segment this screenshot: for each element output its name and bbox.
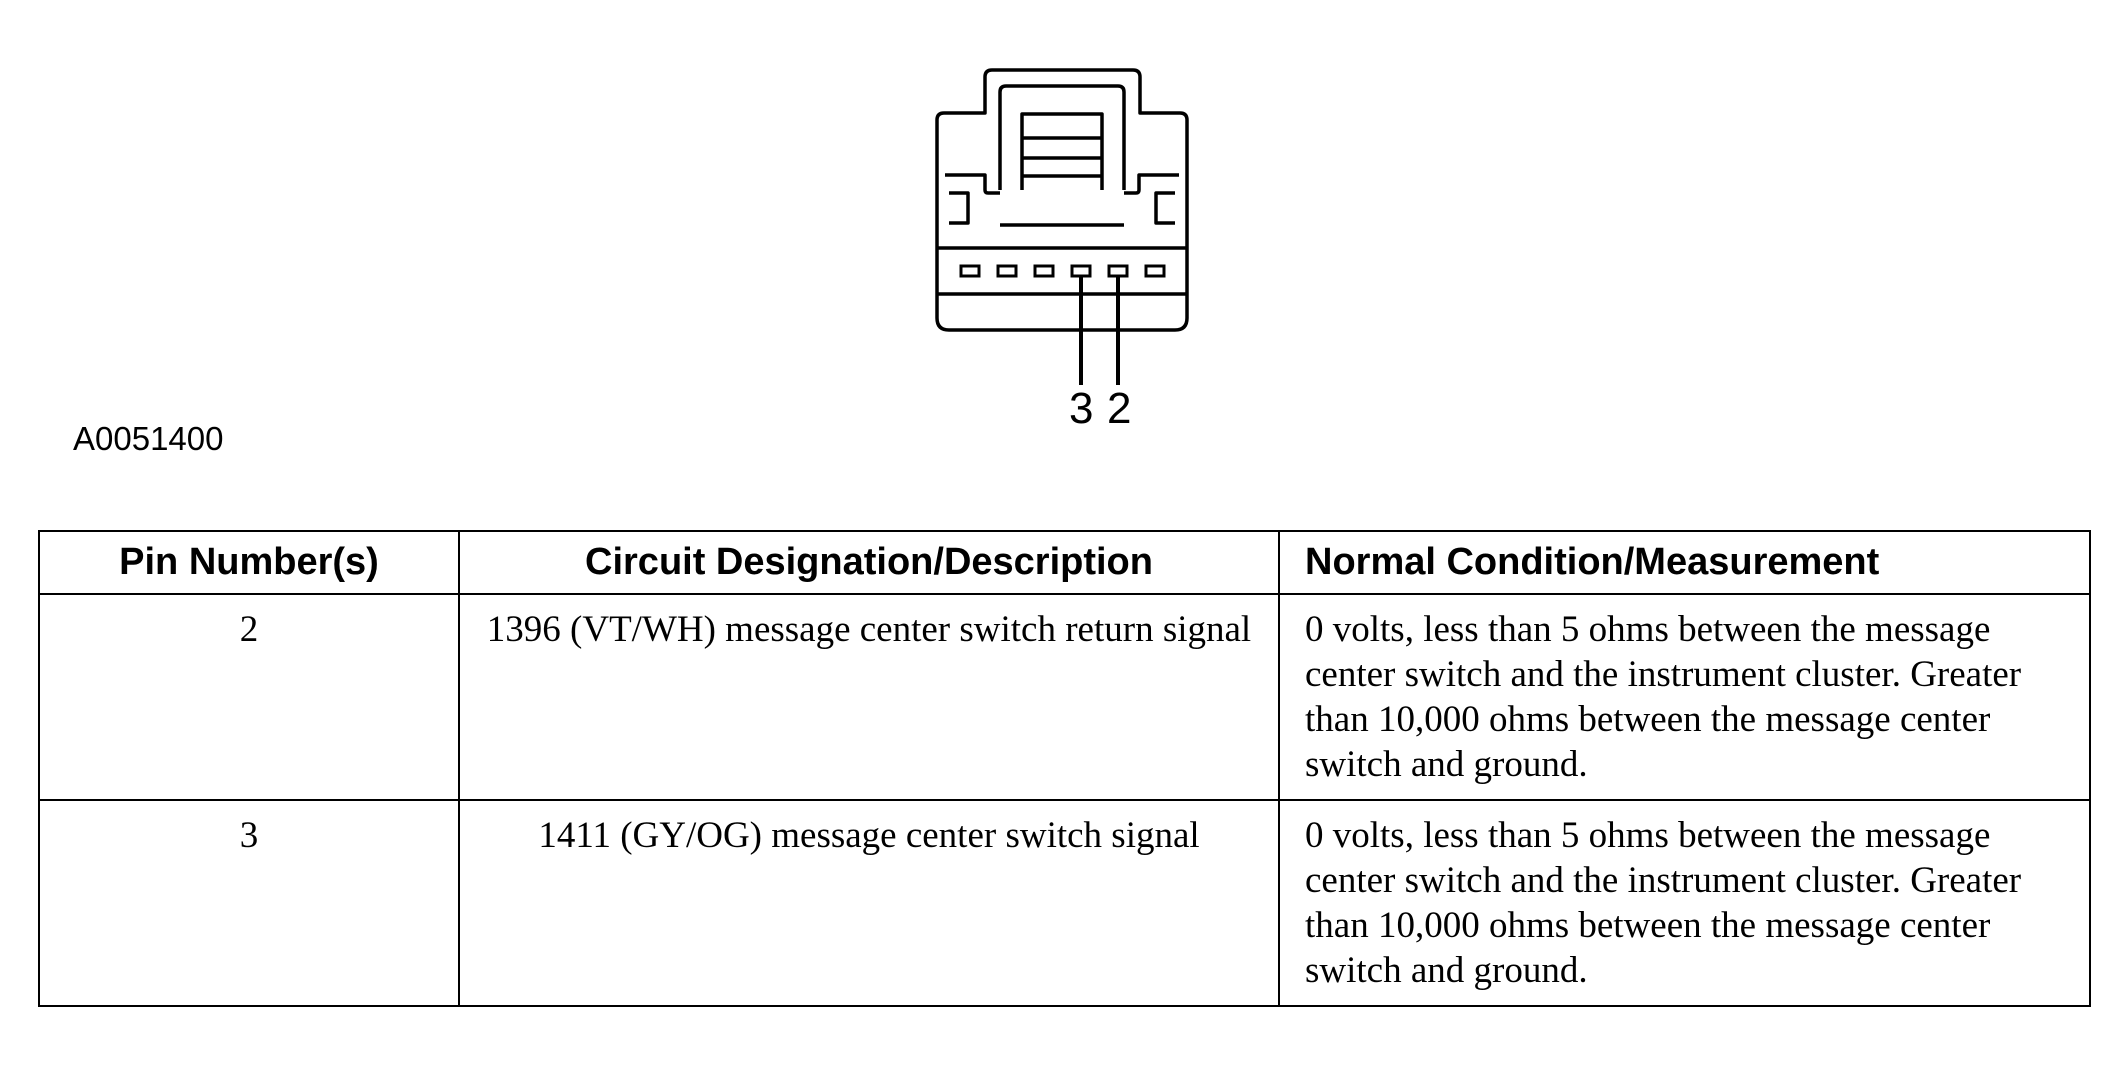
header-circuit: Circuit Designation/Description (458, 530, 1280, 595)
pin-cell: 3 (38, 799, 460, 1007)
figure-id: A0051400 (73, 420, 224, 457)
pin-label-3: 3 (1069, 384, 1094, 433)
connector-housing (935, 68, 1189, 332)
table-header-row: Pin Number(s) Circuit Designation/Descri… (38, 530, 2091, 595)
pin-cell: 2 (38, 593, 460, 801)
table-row: 3 1411 (GY/OG) message center switch sig… (38, 799, 2091, 1007)
pin-cavity-1 (1144, 264, 1166, 278)
connector-latch (998, 84, 1126, 190)
pin-cavity-2 (1107, 264, 1129, 278)
pin-cavity-3 (1070, 264, 1092, 278)
pin-cavity-4 (1033, 264, 1055, 278)
measurement-cell: 0 volts, less than 5 ohms between the me… (1278, 593, 2091, 801)
connector-diagram (935, 68, 1189, 385)
header-pin-number: Pin Number(s) (38, 530, 460, 595)
pin-label-2: 2 (1107, 384, 1132, 433)
pin-cavity-6 (959, 264, 981, 278)
circuit-cell: 1396 (VT/WH) message center switch retur… (458, 593, 1280, 801)
circuit-cell: 1411 (GY/OG) message center switch signa… (458, 799, 1280, 1007)
header-measurement: Normal Condition/Measurement (1278, 530, 2091, 595)
measurement-cell: 0 volts, less than 5 ohms between the me… (1278, 799, 2091, 1007)
pinout-table: Pin Number(s) Circuit Designation/Descri… (38, 530, 2091, 1007)
pin-cavity-5 (996, 264, 1018, 278)
table-row: 2 1396 (VT/WH) message center switch ret… (38, 593, 2091, 801)
